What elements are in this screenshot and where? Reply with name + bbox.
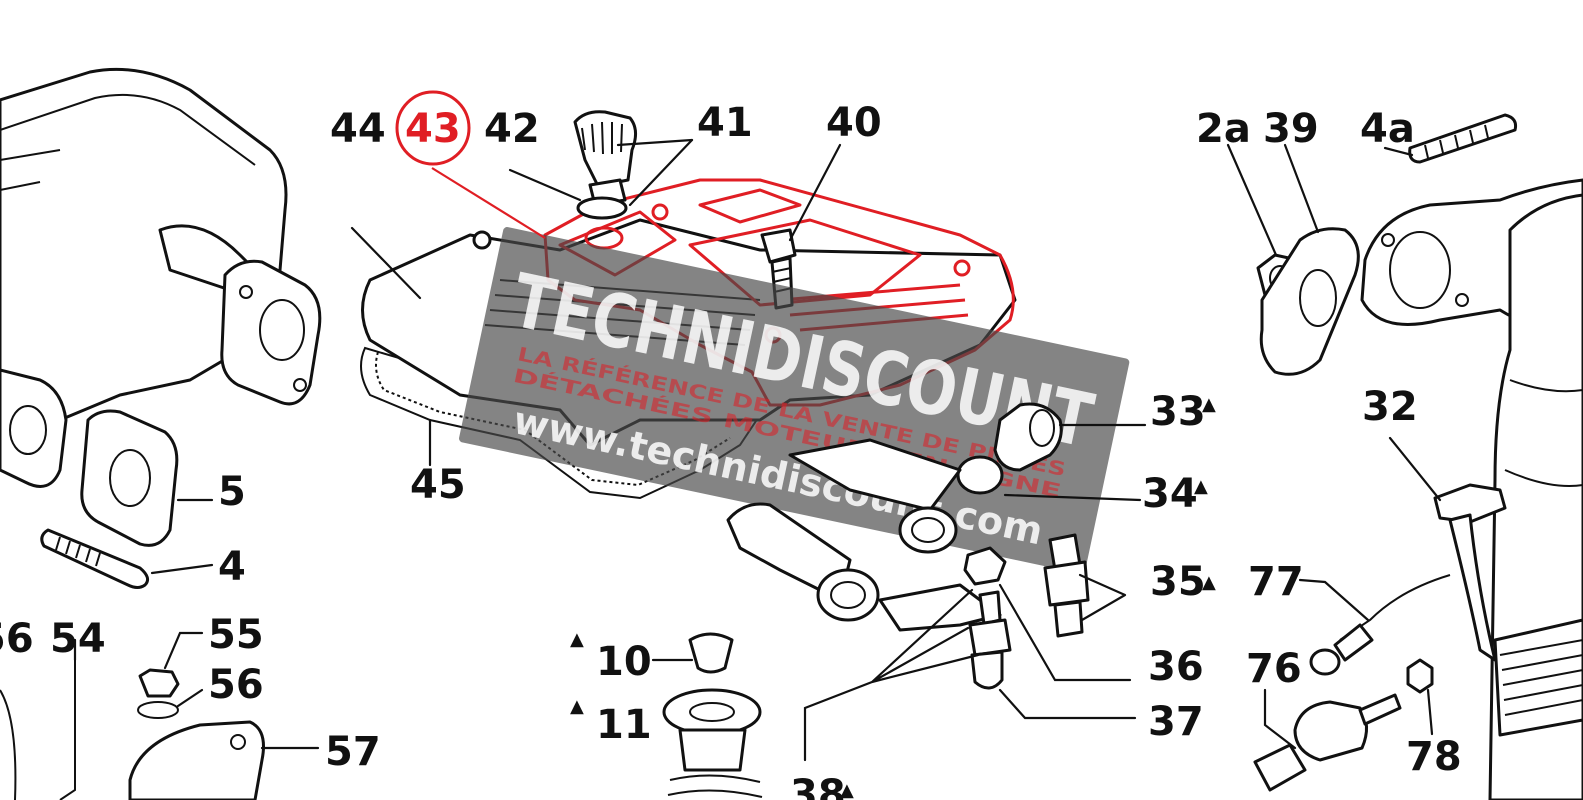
rocker-assembly-drawing bbox=[662, 402, 1090, 798]
label-56: 56 bbox=[208, 662, 264, 708]
label-35: 35 bbox=[1150, 559, 1206, 605]
marker-33: ▲ bbox=[1202, 394, 1216, 415]
label-5: 5 bbox=[218, 469, 246, 515]
leader-lines bbox=[73, 138, 1442, 762]
label-77: 77 bbox=[1248, 559, 1304, 605]
marker-35: ▲ bbox=[1202, 572, 1216, 593]
label-78: 78 bbox=[1406, 734, 1462, 780]
label-34: 34 bbox=[1142, 471, 1198, 517]
intake-drawing bbox=[1253, 113, 1583, 800]
label-40: 40 bbox=[826, 100, 882, 146]
label-42: 42 bbox=[484, 106, 540, 152]
label-2a: 2a bbox=[1196, 106, 1251, 152]
label-76: 76 bbox=[1246, 646, 1302, 692]
label-11: 11 bbox=[596, 702, 652, 748]
label-37: 37 bbox=[1148, 699, 1204, 745]
label-38: 38 bbox=[790, 772, 846, 800]
label-56-left: 56 bbox=[0, 616, 34, 662]
marker-10: ▲ bbox=[570, 629, 584, 650]
highlight-ring-43 bbox=[395, 90, 471, 166]
label-4a: 4a bbox=[1360, 106, 1415, 152]
label-39: 39 bbox=[1263, 106, 1319, 152]
label-43: 43 bbox=[405, 106, 461, 152]
marker-38: ▲ bbox=[840, 780, 854, 800]
label-33: 33 bbox=[1150, 389, 1206, 435]
label-57: 57 bbox=[325, 729, 381, 775]
marker-11: ▲ bbox=[570, 696, 584, 717]
marker-34: ▲ bbox=[1194, 476, 1208, 497]
label-10: 10 bbox=[596, 639, 652, 685]
label-32: 32 bbox=[1362, 384, 1418, 430]
label-54: 54 bbox=[50, 616, 106, 662]
label-41: 41 bbox=[697, 100, 753, 146]
label-55: 55 bbox=[208, 612, 264, 658]
label-4: 4 bbox=[218, 544, 246, 590]
part-labels: 44 43 42 41 40 2a 39 4a 33 ▲ 32 34 ▲ 45 … bbox=[0, 90, 1462, 800]
label-36: 36 bbox=[1148, 644, 1204, 690]
muffler-drawing bbox=[0, 67, 322, 800]
label-45: 45 bbox=[410, 462, 466, 508]
label-44: 44 bbox=[330, 106, 386, 152]
